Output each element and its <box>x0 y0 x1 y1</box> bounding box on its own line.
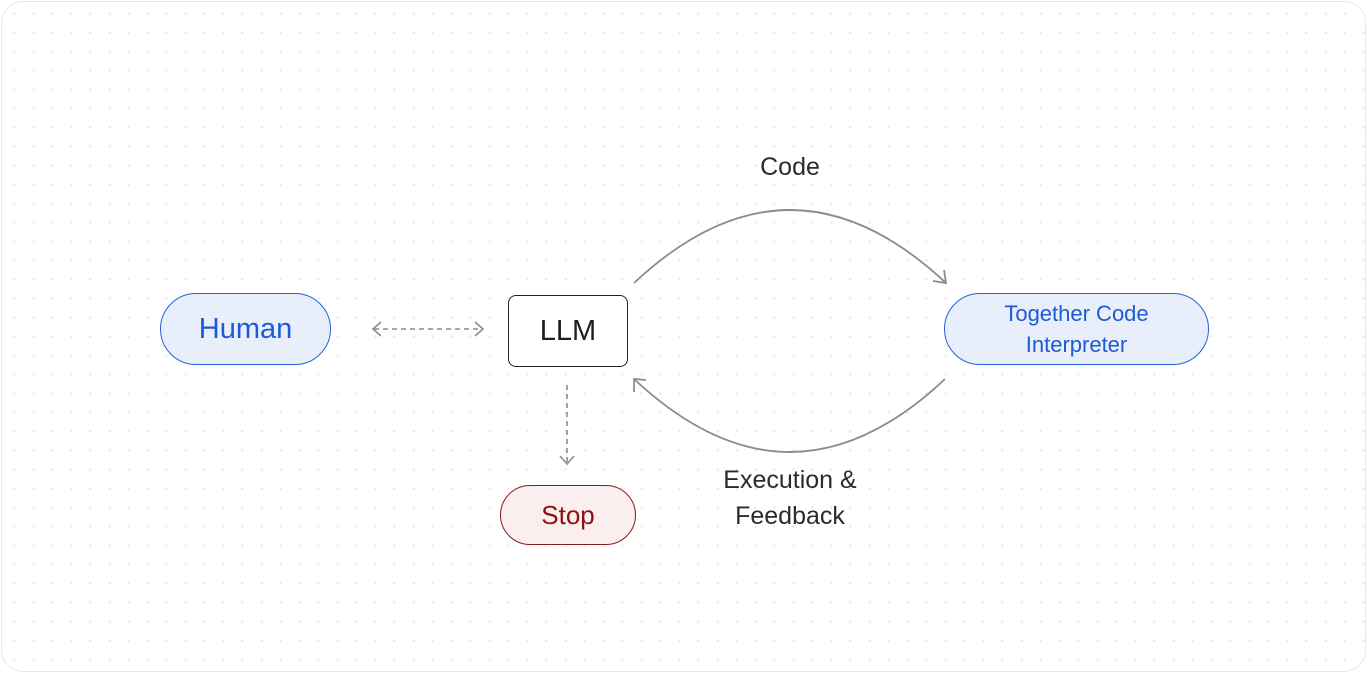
llm-node: LLM <box>508 295 628 367</box>
interpreter-label-line1: Together Code <box>1004 301 1149 326</box>
stop-node: Stop <box>500 485 636 545</box>
llm-label: LLM <box>539 314 597 347</box>
feedback-label-line2: Feedback <box>735 502 845 530</box>
interpreter-label-line2: Interpreter <box>1025 332 1128 357</box>
human-node: Human <box>160 293 331 365</box>
code-edge-label: Code <box>760 153 820 181</box>
code-edge <box>633 209 948 285</box>
code-interpreter-node: Together Code Interpreter <box>944 293 1209 365</box>
stop-label: Stop <box>541 499 595 530</box>
feedback-edge <box>633 378 946 453</box>
human-llm-edge <box>371 321 485 337</box>
human-label: Human <box>198 312 293 345</box>
feedback-label-line1: Execution & <box>723 466 857 494</box>
feedback-edge-label: Execution & Feedback <box>690 462 890 534</box>
llm-stop-edge <box>559 385 575 466</box>
